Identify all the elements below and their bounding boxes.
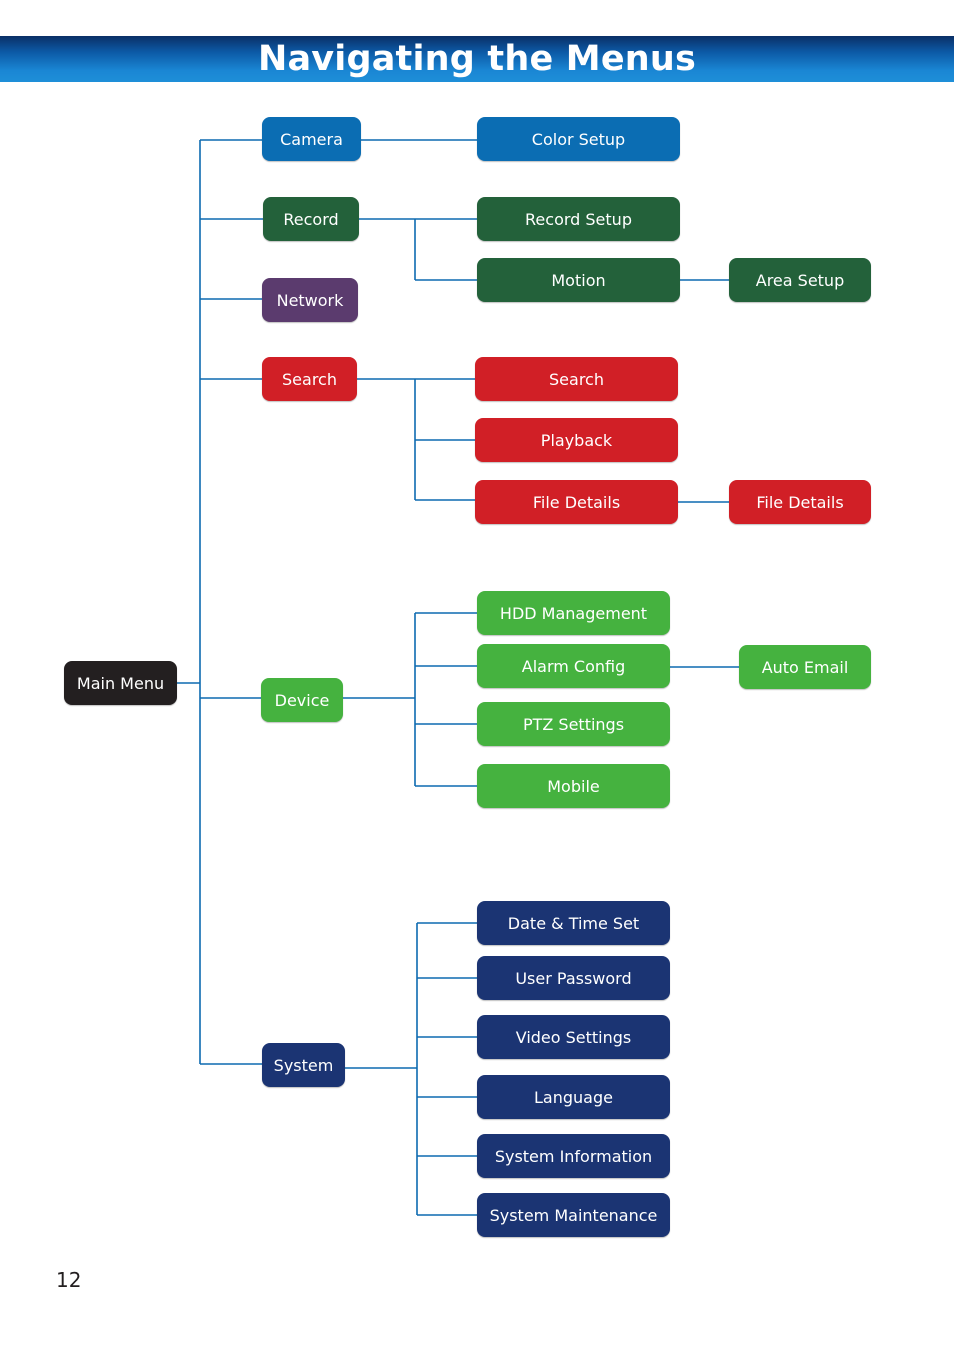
node-device: Device (261, 678, 343, 722)
node-network: Network (262, 278, 358, 322)
header-band (0, 36, 954, 82)
node-file-details-sub: File Details (729, 480, 871, 524)
node-area-setup: Area Setup (729, 258, 871, 302)
node-user-password: User Password (477, 956, 670, 1000)
node-date-time-set: Date & Time Set (477, 901, 670, 945)
node-main-menu: Main Menu (64, 661, 177, 705)
node-search: Search (262, 357, 357, 401)
node-video-settings: Video Settings (477, 1015, 670, 1059)
node-hdd-management: HDD Management (477, 591, 670, 635)
node-auto-email: Auto Email (739, 645, 871, 689)
page-number: 12 (56, 1268, 82, 1292)
node-system-information: System Information (477, 1134, 670, 1178)
node-ptz-settings: PTZ Settings (477, 702, 670, 746)
node-playback: Playback (475, 418, 678, 462)
node-record-setup: Record Setup (477, 197, 680, 241)
node-file-details: File Details (475, 480, 678, 524)
node-camera: Camera (262, 117, 361, 161)
page-title: Navigating the Menus (257, 39, 697, 79)
node-color-setup: Color Setup (477, 117, 680, 161)
node-alarm-config: Alarm Config (477, 644, 670, 688)
node-record: Record (263, 197, 359, 241)
node-search-sub: Search (475, 357, 678, 401)
node-system: System (262, 1043, 345, 1087)
node-motion: Motion (477, 258, 680, 302)
node-mobile: Mobile (477, 764, 670, 808)
node-system-maintenance: System Maintenance (477, 1193, 670, 1237)
node-language: Language (477, 1075, 670, 1119)
